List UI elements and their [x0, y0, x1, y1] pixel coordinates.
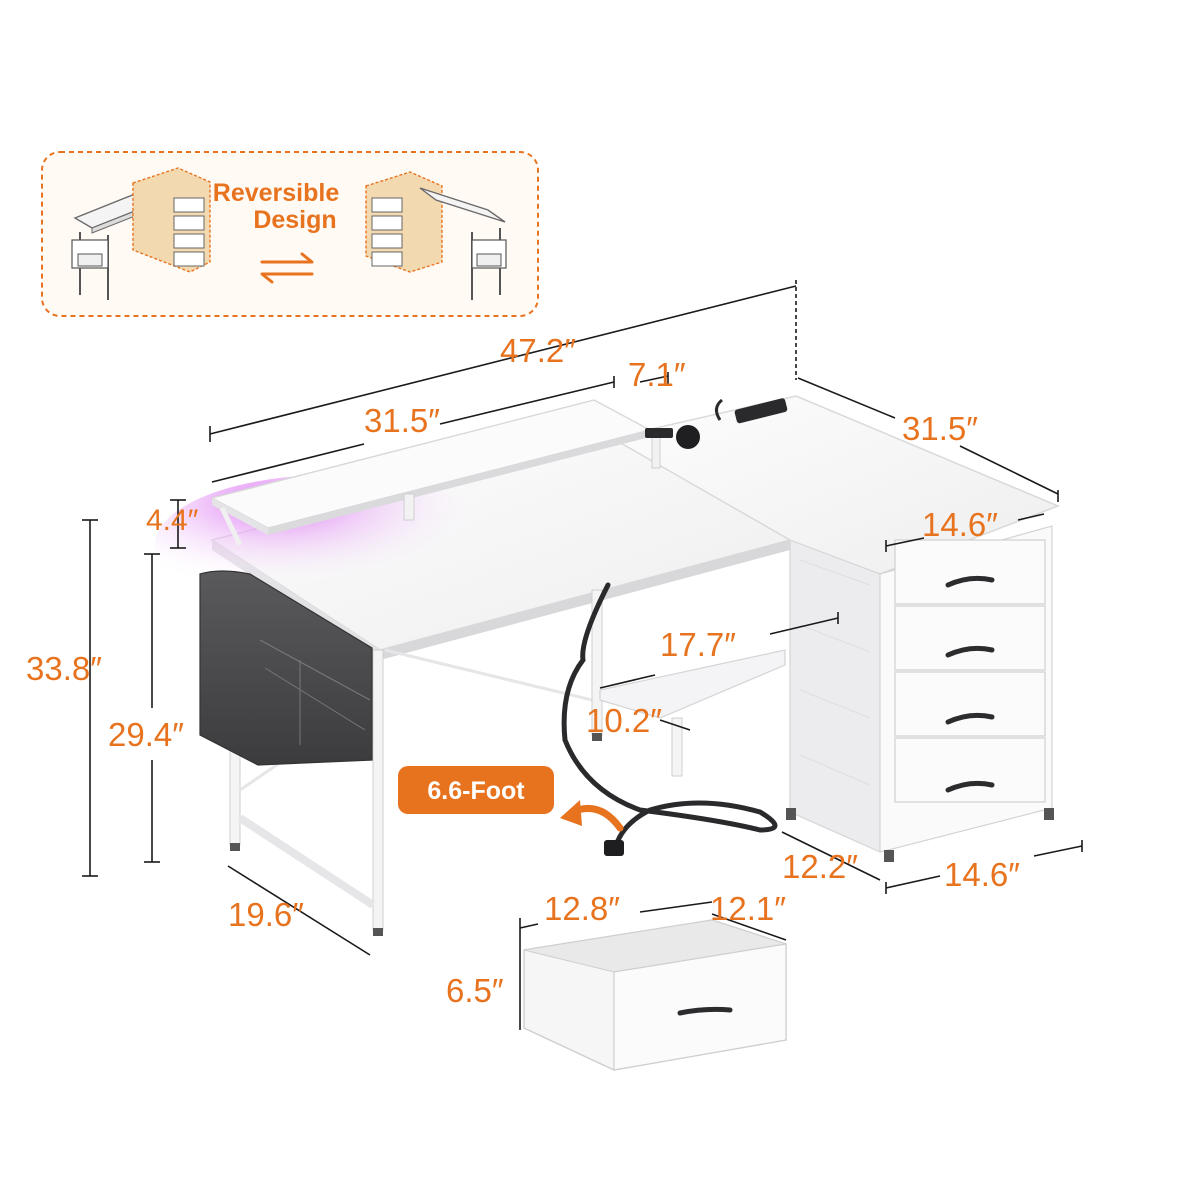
dimension-lines	[82, 280, 1083, 1030]
swap-arrows-icon	[260, 252, 314, 284]
dimension-labels: 47.2″ 31.5″ 7.1″ 31.5″ 14.6″ 4.4″ 33.8″ …	[26, 332, 1020, 1009]
dim-monitor-shelf-height: 4.4″	[146, 504, 199, 537]
dim-drawer-width: 12.8″	[544, 890, 620, 927]
dim-total-width: 47.2″	[500, 332, 576, 369]
monitor-shelf	[210, 399, 661, 547]
dim-left-desk-width: 31.5″	[364, 402, 440, 439]
reversible-label-line1: Reversible	[213, 179, 340, 207]
l-desk-illustration	[155, 395, 1061, 936]
side-storage-bag	[199, 570, 373, 766]
reversible-design-panel: Reversible Design	[41, 151, 539, 317]
cable-length-label: 6.6-Foot	[427, 777, 525, 805]
dim-desk-depth: 19.6″	[228, 896, 304, 933]
dim-cabinet-top-width: 14.6″	[922, 506, 998, 543]
mini-desk-right-icon	[365, 171, 507, 300]
reversible-label-line2: Design	[253, 206, 336, 234]
dim-shelf-width: 17.7″	[660, 626, 736, 663]
curved-arrow-icon	[560, 800, 582, 826]
dim-cabinet-depth: 12.2″	[782, 848, 858, 885]
cable-length-badge: 6.6-Foot	[398, 766, 624, 832]
lower-shelf	[599, 649, 786, 777]
power-strip	[645, 398, 788, 449]
dim-right-desk-depth: 31.5″	[902, 410, 978, 447]
dim-drawer-depth: 12.1″	[710, 890, 786, 927]
dim-desk-height: 29.4″	[108, 716, 184, 753]
dim-drawer-height: 6.5″	[446, 972, 504, 1009]
mini-desk-left-icon	[71, 167, 211, 300]
fabric-drawer	[523, 919, 787, 1071]
dim-cabinet-width: 14.6″	[944, 856, 1020, 893]
dim-shelf-depth: 10.2″	[586, 702, 662, 739]
power-cable	[561, 582, 778, 856]
dim-total-height: 33.8″	[26, 650, 102, 687]
drawer-cabinet	[786, 525, 1054, 862]
dim-shelf-offset: 7.1″	[628, 356, 686, 393]
